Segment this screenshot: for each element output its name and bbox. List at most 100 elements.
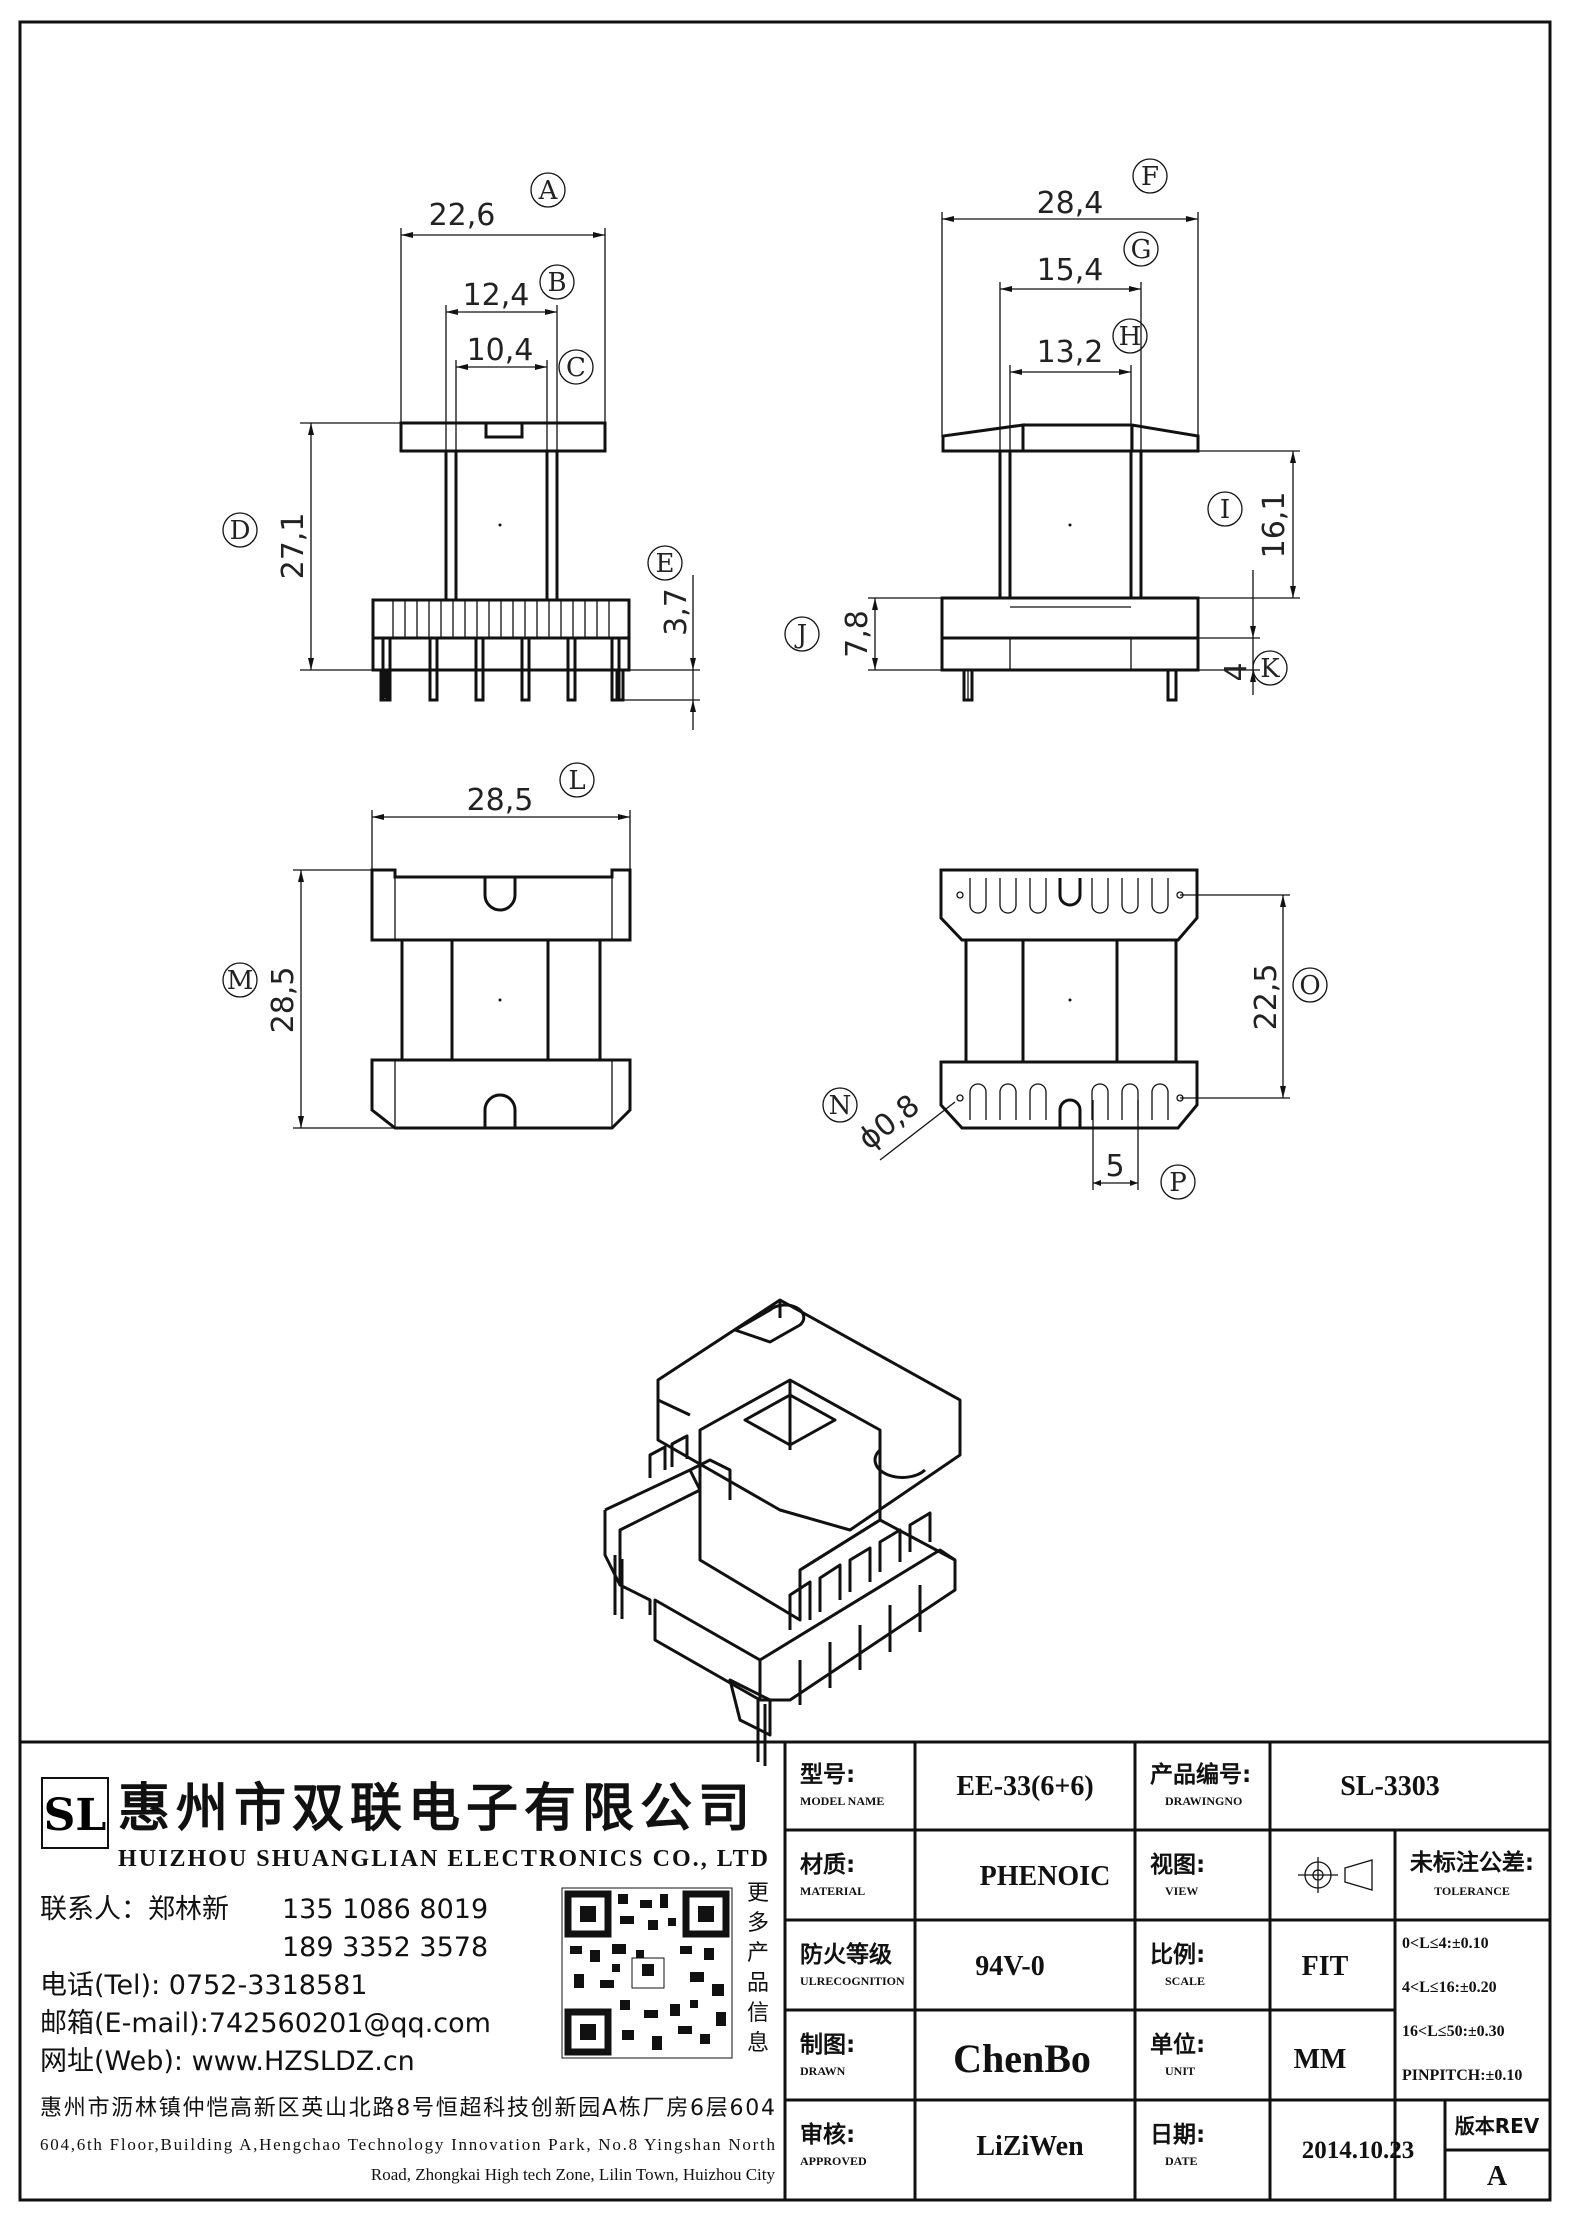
- dim-m-value: 28,5: [266, 967, 301, 1034]
- qr-code: [561, 1887, 733, 2059]
- company-name-en: HUIZHOU SHUANGLIAN ELECTRONICS CO., LTD: [118, 1846, 768, 1872]
- svg-text:品: 品: [747, 1971, 769, 1996]
- svg-text:N: N: [829, 1091, 852, 1121]
- dim-n-callout: N: [822, 1087, 858, 1123]
- svg-text:L: L: [568, 766, 585, 796]
- dim-c-value: 10,4: [467, 333, 534, 368]
- tolerance-row-3: 16<L≤50:±0.30: [1402, 2023, 1505, 2040]
- dim-g-value: 15,4: [1037, 253, 1104, 288]
- date-label-cn: 日期:: [1150, 2122, 1205, 2148]
- rev-value: A: [1487, 2161, 1508, 2192]
- drawn-label-cn: 制图:: [800, 2032, 855, 2058]
- svg-text:O: O: [1299, 971, 1320, 1001]
- material-value: PHENOIC: [980, 1861, 1111, 1892]
- dim-p-callout: P: [1160, 1164, 1196, 1200]
- projection-symbol-icon: [1298, 1857, 1373, 1893]
- dim-k-callout: K: [1252, 650, 1288, 686]
- svg-text:P: P: [1169, 1168, 1187, 1198]
- dim-k-value: 4: [1219, 662, 1254, 681]
- scale-value: FIT: [1302, 1951, 1349, 1982]
- dim-d-value: 27,1: [276, 513, 311, 580]
- dim-d-callout: D: [222, 512, 258, 548]
- approved-value: LiZiWen: [976, 2131, 1084, 2162]
- address-en-line1: 604,6th Floor,Building A,Hengchao Techno…: [40, 2135, 776, 2154]
- dim-e-value: 3,7: [659, 588, 694, 636]
- material-label-en: MATERIAL: [800, 1884, 865, 1898]
- dim-f-value: 28,4: [1037, 186, 1104, 221]
- svg-text:息: 息: [747, 2031, 769, 2056]
- dim-o-value: 22,5: [1249, 964, 1284, 1031]
- dim-o-callout: O: [1292, 967, 1328, 1003]
- svg-text:M: M: [227, 966, 254, 996]
- view-label-cn: 视图:: [1150, 1851, 1205, 1878]
- address-en-line2: Road, Zhongkai High tech Zone, Lilin Tow…: [371, 2165, 776, 2184]
- model-label-en: MODEL NAME: [800, 1794, 884, 1808]
- svg-text:信: 信: [747, 2001, 769, 2026]
- svg-text:H: H: [1119, 322, 1142, 352]
- dim-p-value: 5: [1105, 1149, 1124, 1184]
- dim-g-callout: G: [1123, 231, 1159, 267]
- svg-text:多: 多: [747, 1911, 769, 1936]
- dim-m-callout: M: [222, 962, 258, 998]
- isometric-view: [603, 1298, 962, 1766]
- tolerance-label-cn: 未标注公差:: [1410, 1849, 1534, 1876]
- svg-text:A: A: [538, 176, 559, 206]
- dim-b-callout: B: [539, 264, 575, 300]
- dim-e-callout: E: [647, 545, 683, 581]
- dim-j-value: 7,8: [840, 610, 875, 658]
- material-label-cn: 材质:: [800, 1852, 855, 1878]
- svg-text:更: 更: [747, 1881, 769, 1906]
- dim-b-value: 12,4: [463, 278, 530, 313]
- unit-value: MM: [1294, 2044, 1347, 2075]
- side-view: [868, 212, 1300, 702]
- svg-text:G: G: [1131, 235, 1152, 265]
- svg-text:E: E: [656, 549, 675, 579]
- svg-text:B: B: [547, 268, 566, 298]
- tolerance-label-en: TOLERANCE: [1434, 1884, 1510, 1898]
- company-name-cn: 惠州市双联电子有限公司: [118, 1778, 756, 1839]
- svg-text:产: 产: [747, 1941, 769, 1966]
- date-label-en: DATE: [1165, 2154, 1197, 2168]
- svg-text:D: D: [230, 516, 251, 546]
- fire-value: 94V-0: [975, 1951, 1044, 1982]
- front-view: [300, 228, 700, 730]
- svg-text:C: C: [566, 353, 586, 383]
- dim-i-value: 16,1: [1257, 492, 1292, 559]
- dim-c-callout: C: [558, 349, 594, 385]
- dim-l-value: 28,5: [467, 783, 534, 818]
- fire-label-cn: 防火等级: [800, 1941, 892, 1968]
- dim-a-value: 22,6: [429, 198, 496, 233]
- dim-j-callout: J: [784, 616, 820, 652]
- contact-web: 网址(Web): www.HZSLDZ.cn: [40, 2046, 415, 2077]
- scale-label-en: SCALE: [1165, 1974, 1205, 1988]
- contact-person: 联系人：郑林新: [40, 1894, 229, 1925]
- approved-label-cn: 审核:: [800, 2121, 855, 2148]
- scale-label-cn: 比例:: [1150, 1942, 1205, 1968]
- fire-label-en: ULRECOGNITION: [800, 1974, 905, 1988]
- unit-label-cn: 单位:: [1150, 2031, 1205, 2058]
- dim-f-callout: F: [1132, 158, 1168, 194]
- dim-a-callout: A: [530, 172, 566, 208]
- model-value: EE-33(6+6): [956, 1771, 1093, 1802]
- svg-text:SL: SL: [44, 1790, 107, 1841]
- contact-tel: 电话(Tel): 0752-3318581: [40, 1970, 367, 2001]
- drawingno-label-cn: 产品编号:: [1150, 1761, 1251, 1788]
- company-logo: SL: [41, 1777, 109, 1849]
- address-cn: 惠州市沥林镇仲恺高新区英山北路8号恒超科技创新园A栋厂房6层604: [40, 2096, 775, 2121]
- tolerance-row-1: 0<L≤4:±0.10: [1402, 1935, 1489, 1952]
- view-label-en: VIEW: [1165, 1884, 1198, 1898]
- dim-n-value: ϕ0,8: [852, 1088, 927, 1157]
- dim-i-callout: I: [1207, 491, 1243, 527]
- contact-email: 邮箱(E-mail):742560201@qq.com: [40, 2008, 491, 2039]
- drawingno-label-en: DRAWINGNO: [1165, 1794, 1242, 1808]
- top-view: [293, 810, 632, 1130]
- contact-phone-2: 189 3352 3578: [282, 1932, 488, 1963]
- more-products-label: 更 多 产 品 信 息: [747, 1881, 769, 2056]
- svg-text:I: I: [1220, 495, 1230, 525]
- contact-phone-1: 135 1086 8019: [282, 1894, 488, 1925]
- approved-label-en: APPROVED: [800, 2154, 867, 2168]
- bottom-view: [879, 868, 1290, 1190]
- drawingno-value: SL-3303: [1340, 1771, 1440, 1802]
- title-block: [18, 1740, 1552, 2202]
- dim-h-value: 13,2: [1037, 335, 1104, 370]
